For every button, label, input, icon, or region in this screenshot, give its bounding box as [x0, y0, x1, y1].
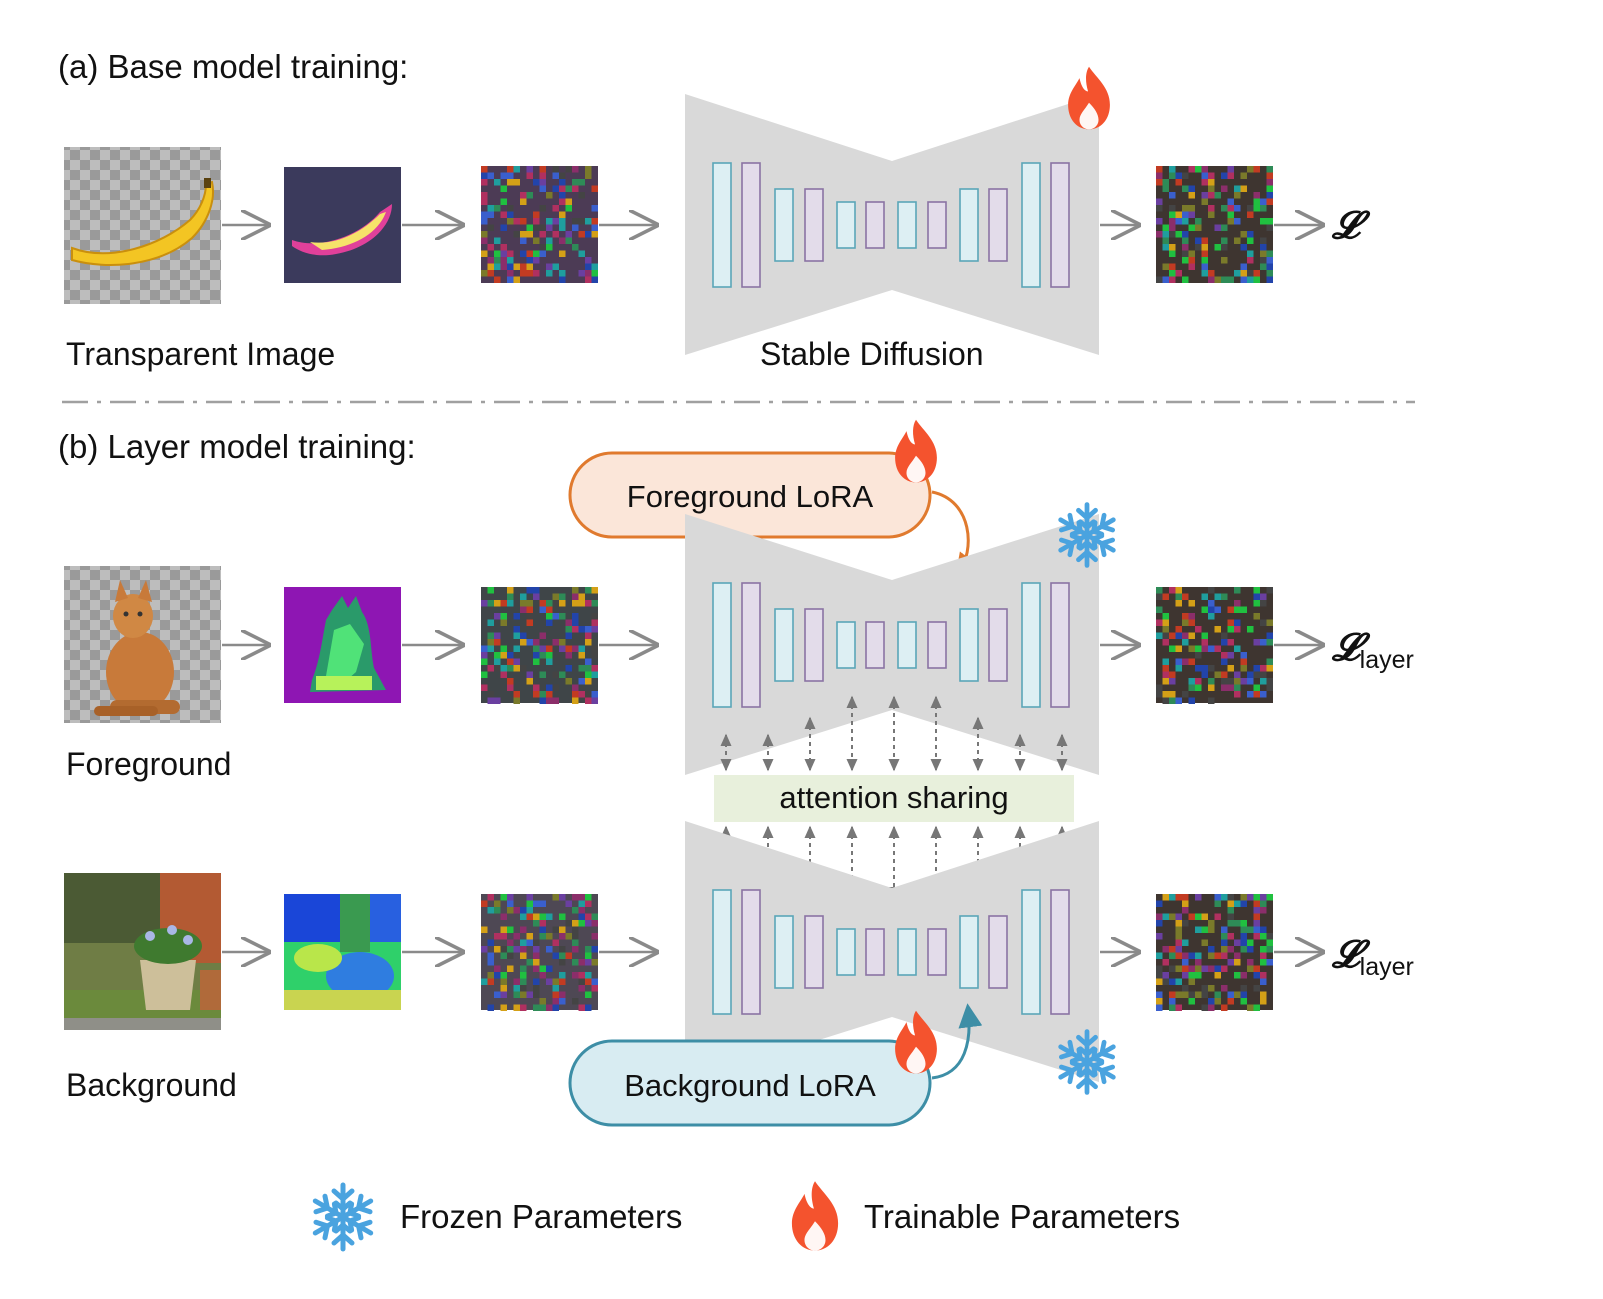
unet-block [1021, 162, 1041, 288]
foreground-lora-box: Foreground LoRA [568, 451, 932, 539]
transparent-image-caption: Transparent Image [66, 336, 335, 372]
flame-icon [791, 1181, 839, 1251]
latent-banana-thumbnail [284, 167, 401, 283]
loss-symbol-a: 𝓛 [1331, 205, 1371, 247]
unet-block [1050, 162, 1070, 288]
flame-icon [1068, 66, 1110, 130]
background-lora-label: Background LoRA [624, 1068, 876, 1103]
unet-block [897, 201, 917, 249]
legend-frozen-label: Frozen Parameters [400, 1198, 682, 1235]
transparent-image-thumbnail [64, 147, 221, 304]
unet-block [741, 582, 761, 708]
unet-block [774, 915, 794, 989]
unet-block [988, 188, 1008, 262]
unet-block [1050, 582, 1070, 708]
unet-foreground [685, 514, 1099, 775]
unet-block [774, 608, 794, 682]
unet-block [865, 621, 885, 669]
noisy-latent-bg-out [1156, 894, 1273, 1011]
unet-block [959, 608, 979, 682]
unet-block [774, 188, 794, 262]
unet-block [836, 621, 856, 669]
background-lora-arrow [931, 1003, 983, 1080]
unet-block [712, 162, 732, 288]
section-b-title: (b) Layer model training: [58, 428, 416, 465]
unet-background [685, 821, 1099, 1082]
noisy-latent-fg-in [481, 587, 598, 704]
foreground-image-thumbnail [64, 566, 221, 723]
noisy-latent-fg-out [1156, 587, 1273, 704]
unet-block [959, 915, 979, 989]
unet-block [741, 889, 761, 1015]
attention-sharing-box [714, 775, 1074, 822]
section-a-title: (a) Base model training: [58, 48, 408, 85]
loss-symbol-fg: 𝓛layer [1331, 627, 1414, 674]
background-caption: Background [66, 1067, 237, 1103]
foreground-lora-label: Foreground LoRA [627, 479, 874, 514]
unet-block [897, 621, 917, 669]
unet-block [988, 915, 1008, 989]
unet-a [685, 94, 1099, 355]
noisy-latent-a-in [481, 166, 598, 283]
unet-block [927, 621, 947, 669]
unet-block [1021, 889, 1041, 1015]
unet-block [897, 928, 917, 976]
snowflake-icon [311, 1185, 375, 1249]
flame-icon [895, 419, 937, 483]
unet-block [712, 889, 732, 1015]
legend-trainable-label: Trainable Parameters [864, 1198, 1180, 1235]
foreground-caption: Foreground [66, 746, 231, 782]
unet-block [804, 915, 824, 989]
unet-block [836, 928, 856, 976]
unet-block [836, 201, 856, 249]
latent-background-thumbnail [284, 894, 401, 1010]
unet-block [865, 928, 885, 976]
attention-sharing-label: attention sharing [779, 780, 1008, 815]
background-image-thumbnail [64, 873, 221, 1030]
unet-block [927, 201, 947, 249]
background-lora-box: Background LoRA [568, 1039, 932, 1127]
stable-diffusion-caption: Stable Diffusion [760, 336, 984, 372]
unet-block [959, 188, 979, 262]
unet-block [865, 201, 885, 249]
unet-block [988, 608, 1008, 682]
noisy-latent-bg-in [481, 894, 598, 1011]
latent-foreground-thumbnail [284, 587, 401, 703]
unet-block [804, 608, 824, 682]
unet-block [741, 162, 761, 288]
unet-block [927, 928, 947, 976]
unet-block [1050, 889, 1070, 1015]
unet-block [712, 582, 732, 708]
noisy-latent-a-out [1156, 166, 1273, 283]
unet-block [1021, 582, 1041, 708]
loss-symbol-bg: 𝓛layer [1331, 934, 1414, 981]
unet-block [804, 188, 824, 262]
